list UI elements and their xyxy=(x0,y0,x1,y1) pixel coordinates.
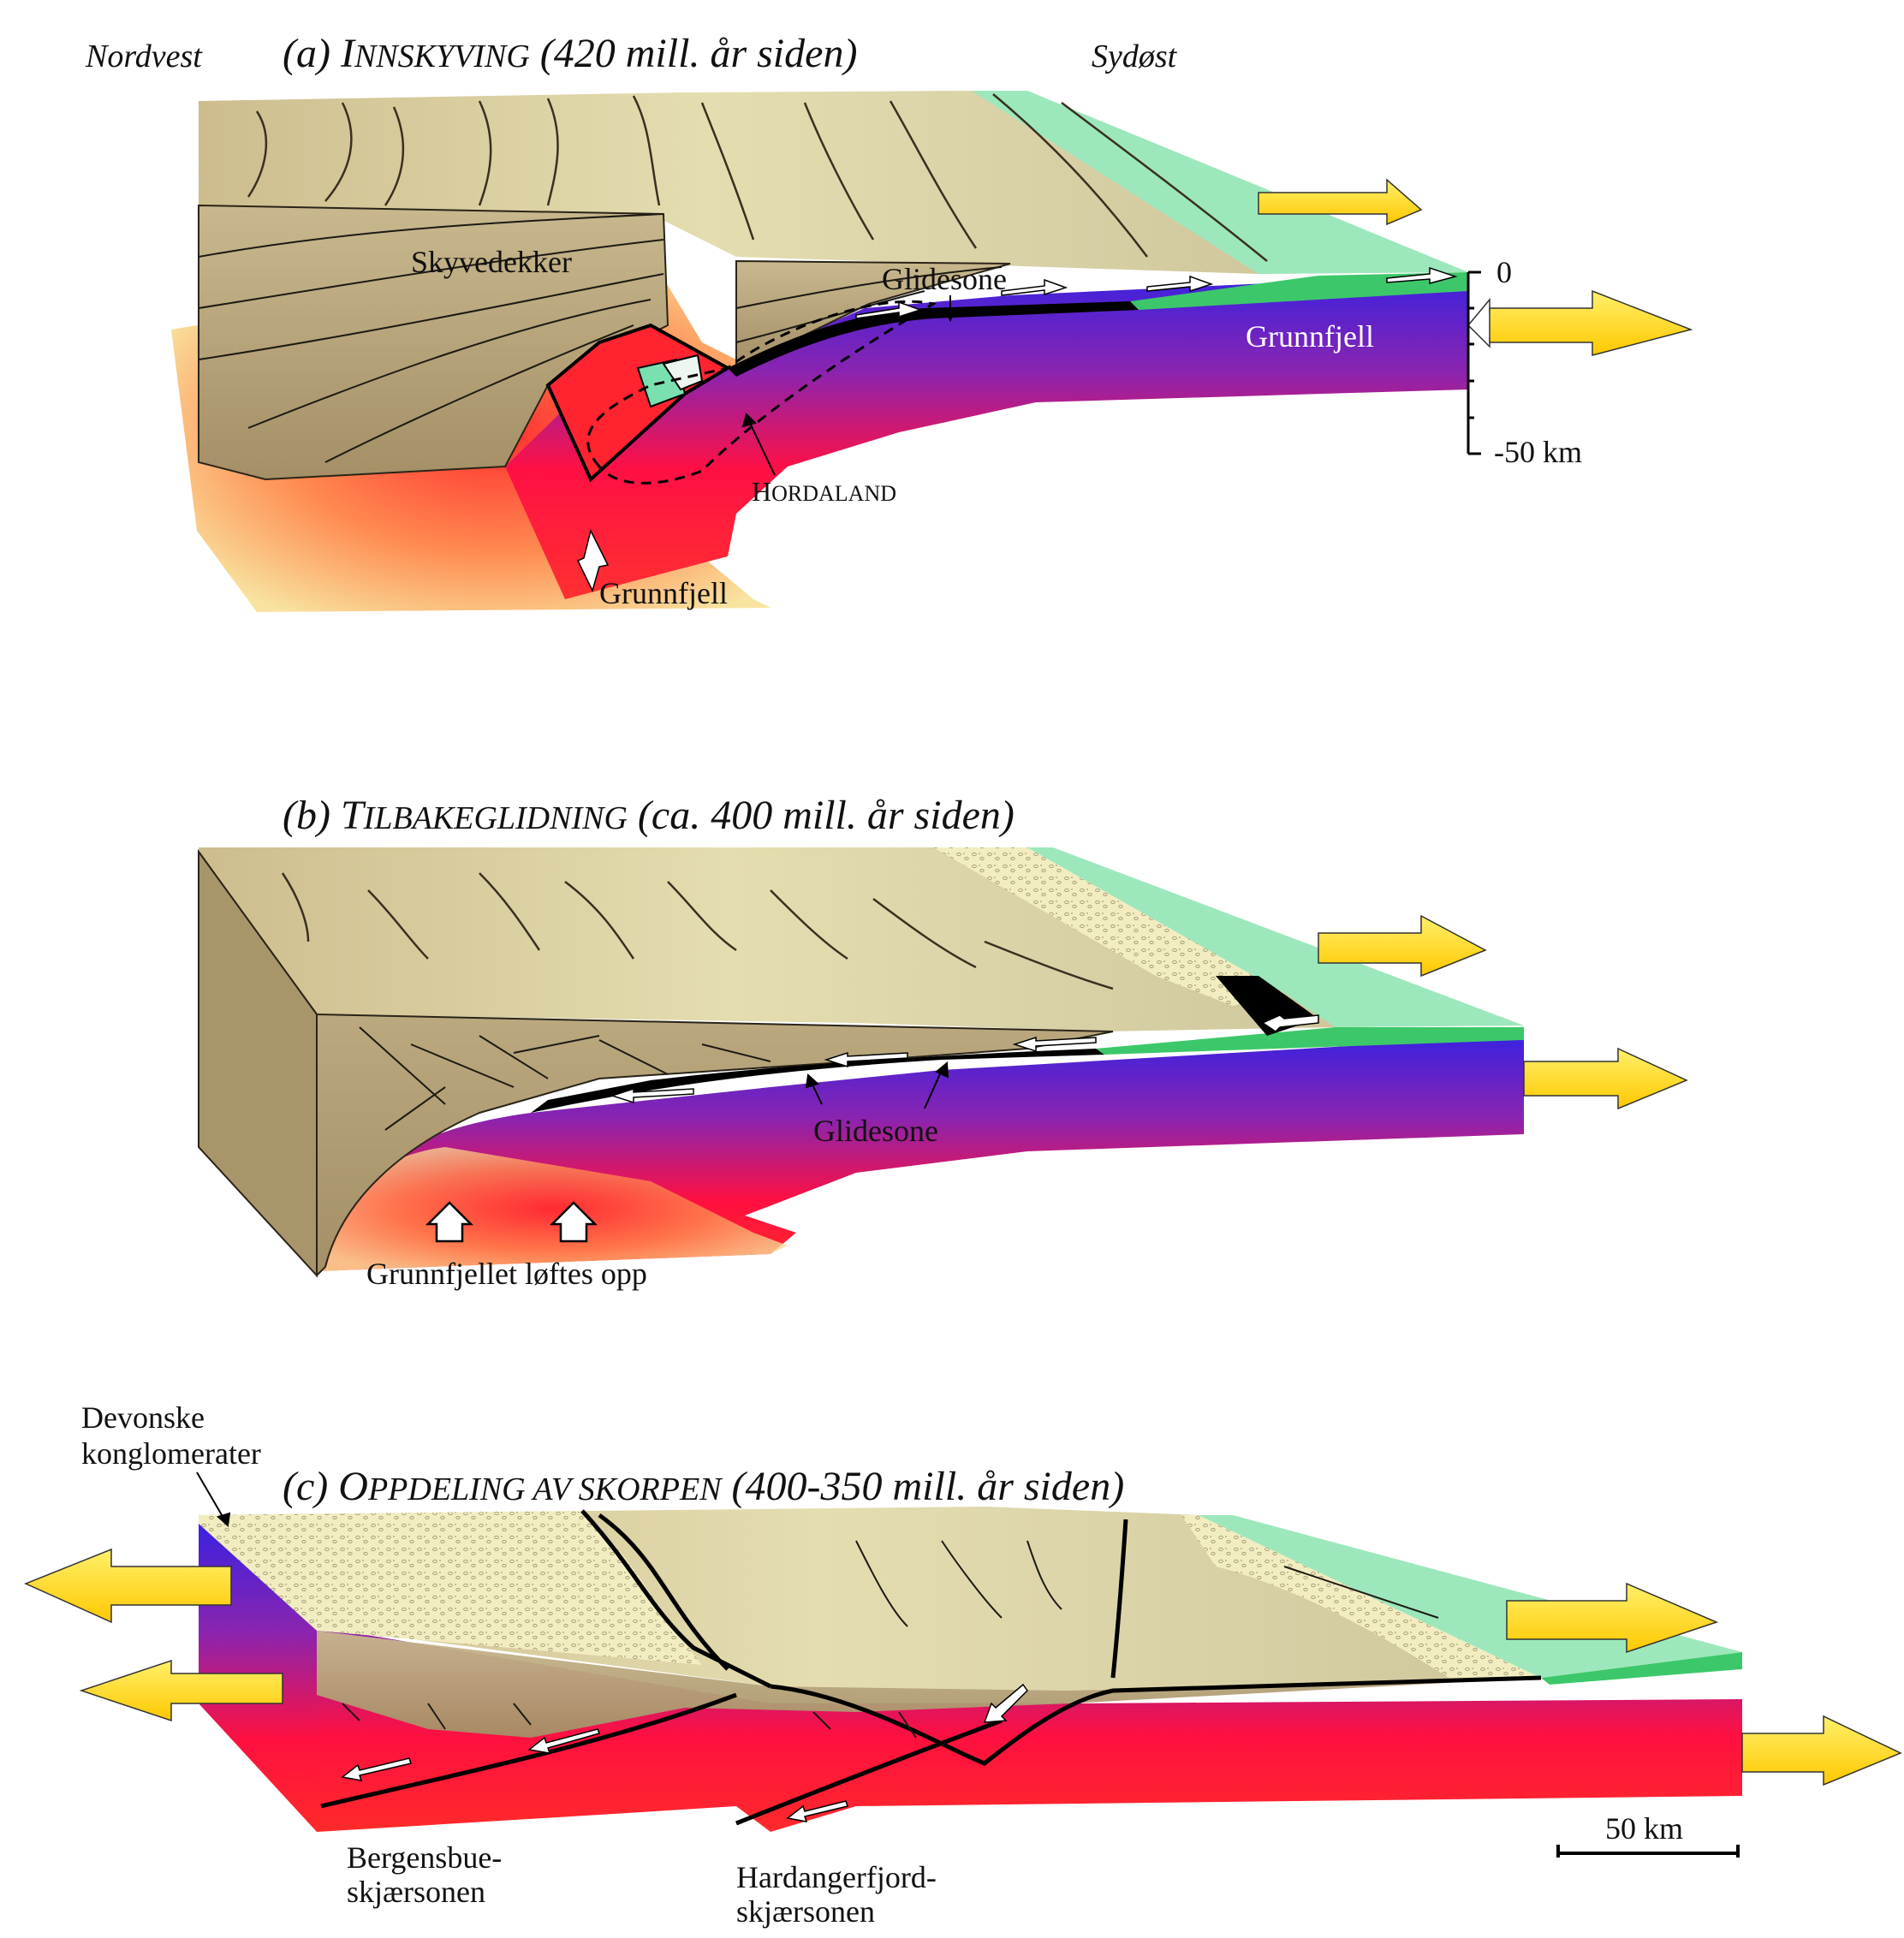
panel-c-title: (c) OPPDELING AV SKORPEN (400-350 mill. … xyxy=(283,1464,1124,1509)
panel-b-ridges xyxy=(281,872,1114,990)
panel-b-nappe-lines xyxy=(359,1026,771,1131)
panel-c-shear-arrows xyxy=(341,1683,1028,1822)
panel-a-direction-right: Sydøst xyxy=(1092,39,1178,74)
panel-b-uplift-arrows xyxy=(425,1201,598,1243)
panel-c-scale-label: 50 km xyxy=(1605,1811,1683,1846)
panel-a-green-top xyxy=(972,91,1468,274)
panel-c-extension-arrows-left xyxy=(24,1548,283,1722)
panel-a-label-region: HORDALAND xyxy=(752,476,896,507)
panel-a-ridges xyxy=(247,93,1268,262)
panel-a-nappe-block xyxy=(198,204,669,481)
panel-a-dashed-outline xyxy=(586,300,937,484)
panel-b-nappe-left xyxy=(198,848,318,1278)
panel-b-basement-glow xyxy=(317,1147,788,1271)
panel-a-leaders xyxy=(741,295,957,476)
panel-a-label-basement-bottom: Grunnfjell xyxy=(599,576,728,610)
panel-a-nappe-block-2 xyxy=(735,259,1011,370)
panel-b: (b) TILBAKEGLIDNING (ca. 400 mill. år si… xyxy=(198,793,1688,1291)
panel-b-label-glide-zone: Glidesone xyxy=(813,1114,938,1148)
panel-c-label-bergen-2: skjærsonen xyxy=(347,1875,485,1909)
panel-b-extension-arrows xyxy=(1318,914,1688,1110)
panel-c-green-strip xyxy=(1541,1652,1742,1685)
panel-a-direction-left: Nordvest xyxy=(85,39,203,74)
panel-c-shear-zones xyxy=(320,1509,1542,1826)
panel-b-glide-band xyxy=(531,1049,1104,1113)
panel-c-label-devonian-1: Devonske xyxy=(81,1400,205,1435)
panel-c-front-layer xyxy=(317,1631,1541,1738)
panel-b-conglomerate xyxy=(933,847,1284,1006)
panel-a-label-nappes: Skyvedekker xyxy=(411,245,572,279)
panel-c-extension-arrows-right xyxy=(1506,1582,1902,1786)
panel-a-depth-bottom: -50 km xyxy=(1494,435,1582,469)
panel-b-title: (b) TILBAKEGLIDNING (ca. 400 mill. år si… xyxy=(283,793,1014,838)
panel-a-depth-scale xyxy=(1467,270,1481,455)
panel-a-label-basement-right: Grunnfjell xyxy=(1246,319,1374,354)
panel-a-fault-arrow xyxy=(576,528,610,593)
panel-a-title: (a) INNSKYVING (420 mill. år siden) xyxy=(283,31,857,76)
panel-a-glide-band xyxy=(728,301,1139,377)
panel-c-conglomerate-right xyxy=(1181,1515,1541,1682)
panel-a-basement-body xyxy=(505,274,1468,599)
panel-c-conglomerate-left xyxy=(199,1511,702,1665)
panel-b-green-strip xyxy=(1096,1027,1524,1055)
panel-c-label-hardanger-1: Hardangerfjord- xyxy=(736,1860,937,1894)
panel-a-green-strip xyxy=(1130,272,1468,310)
panel-c-label-bergen-1: Bergensbue- xyxy=(347,1840,502,1875)
panel-a: Nordvest Sydøst (a) INNSKYVING (420 mill… xyxy=(85,31,1693,612)
panel-a-depth-top: 0 xyxy=(1496,255,1512,289)
panel-c-scale-bar xyxy=(1556,1845,1740,1858)
panel-a-label-glide-zone: Glidesone xyxy=(882,262,1007,296)
panel-c-basement-body xyxy=(199,1515,1742,1832)
panel-c-label-hardanger-2: skjærsonen xyxy=(736,1894,875,1929)
panel-a-top-surface xyxy=(199,91,1468,274)
panel-b-label-uplift: Grunnfjellet løftes opp xyxy=(366,1257,647,1291)
panel-a-shear-arrows xyxy=(855,266,1458,319)
panel-b-green-top xyxy=(1027,847,1524,1027)
panel-c: (c) OPPDELING AV SKORPEN (400-350 mill. … xyxy=(24,1400,1902,1929)
panel-b-nappe-front xyxy=(198,851,1114,1277)
panel-b-shear-arrows xyxy=(610,1014,1319,1104)
panel-c-leader xyxy=(196,1471,231,1528)
panel-b-leaders xyxy=(805,1061,949,1109)
panel-a-extension-arrows xyxy=(1258,178,1693,356)
panel-c-thin-lines xyxy=(342,1540,1439,1739)
panel-c-label-devonian-2: konglomerater xyxy=(81,1436,261,1471)
panel-a-nappe-lines xyxy=(198,213,1003,463)
